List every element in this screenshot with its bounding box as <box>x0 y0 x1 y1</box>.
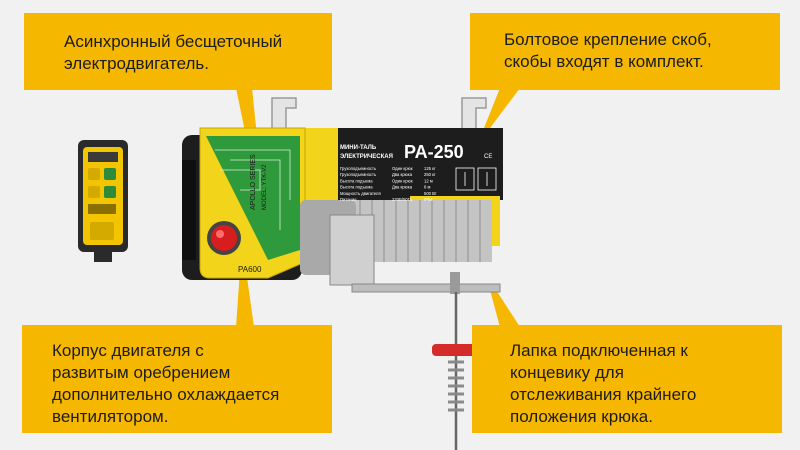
model-mirrored: MODEL: YTK-V2 <box>262 164 268 210</box>
callout-line: скобы входят в комплект. <box>504 52 704 71</box>
callout-line: концевику для <box>510 363 624 382</box>
pointer-housing <box>236 270 254 327</box>
hoist-name-line-1: МИНИ-ТАЛЬ <box>340 145 377 151</box>
spec-label: Питание <box>340 197 357 202</box>
callout-line: Корпус двигателя с <box>52 341 204 360</box>
spec-value: IP54 <box>424 197 433 202</box>
callout-mount: Болтовое крепление скоб, скобы входят в … <box>470 13 780 90</box>
remote-button <box>104 186 116 198</box>
spec-mode: Один крюк <box>392 166 413 171</box>
spec-label: Высота подъема <box>340 178 373 183</box>
pointer-limit <box>490 290 520 327</box>
callout-line: Болтовое крепление скоб, <box>504 30 712 49</box>
spec-label: Высота подъема <box>340 185 373 190</box>
pointer-mount <box>484 88 520 128</box>
mounting-brackets <box>271 97 487 131</box>
callout-line: отслеживания крайнего <box>510 385 697 404</box>
wiring-diagram-board <box>206 136 300 260</box>
spec-mode: Два крюка <box>392 172 413 177</box>
spec-mode: 220В/50Гц <box>392 197 413 202</box>
spec-plate: МИНИ-ТАЛЬ ЭЛЕКТРИЧЕСКАЯ PA-250 CE Грузоп… <box>340 142 497 202</box>
callout-line: Асинхронный бесщеточный <box>64 32 283 51</box>
hoist-model: PA-250 <box>404 142 464 162</box>
red-stopper <box>432 344 478 356</box>
spec-label: Грузоподъемность <box>340 172 377 177</box>
callout-housing: Корпус двигателя с развитым оребрением д… <box>22 325 332 433</box>
ce-mark: CE <box>484 154 492 160</box>
spec-value: 6 м <box>424 185 430 190</box>
hoist-diagram-icon <box>455 167 497 191</box>
hook-assembly <box>432 292 478 450</box>
spec-label: Мощность двигателя <box>340 191 381 196</box>
remote-label <box>88 152 118 162</box>
limit-switch-lever <box>351 272 501 294</box>
callout-line: электродвигатель. <box>64 54 209 73</box>
callout-limit: Лапка подключенная к концевику для отсле… <box>472 325 782 433</box>
cable-drum <box>300 200 492 286</box>
spec-value: 500 Вт <box>424 191 437 196</box>
remote-down-button <box>88 186 100 198</box>
spec-label: Грузоподъемность <box>340 166 377 171</box>
callout-line: дополнительно охлаждается <box>52 385 280 404</box>
callout-line: вентилятором. <box>52 407 169 426</box>
hoist-name-line-2: ЭЛЕКТРИЧЕСКАЯ <box>340 154 393 160</box>
emergency-stop-button <box>207 221 241 255</box>
spec-mode: Два крюка <box>392 185 413 190</box>
remote-button <box>104 168 116 180</box>
spec-value: 125 кг <box>424 166 436 171</box>
spec-mode: Один крюк <box>392 178 413 183</box>
hoist-bottom-label: PA600 <box>238 265 262 274</box>
callout-line: развитым оребрением <box>52 363 231 382</box>
spec-value: 12 м <box>424 178 433 183</box>
spec-value: 250 кг <box>424 172 436 177</box>
brand-mirrored: APOLLO SERIES <box>250 154 257 210</box>
callout-line: Лапка подключенная к <box>510 341 688 360</box>
remote-up-button <box>88 168 100 180</box>
callout-motor: Асинхронный бесщеточный электродвигатель… <box>24 13 332 90</box>
remote-control <box>78 140 128 262</box>
callout-line: положения крюка. <box>510 407 653 426</box>
